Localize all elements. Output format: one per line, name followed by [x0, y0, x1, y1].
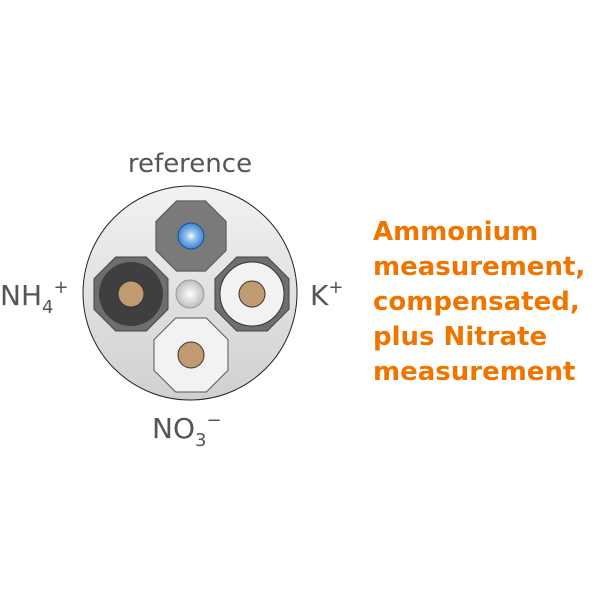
reference-electrode — [155, 200, 227, 272]
description-line: measurement — [373, 357, 575, 387]
label-reference: reference — [128, 149, 252, 179]
ammonium-electrode — [93, 256, 169, 332]
label-no3: NO3− — [152, 410, 222, 451]
label-nh4: NH4+ — [0, 277, 69, 318]
description-line: measurement, — [373, 252, 585, 282]
potassium-electrode — [214, 256, 290, 332]
label-k: K+ — [310, 277, 343, 312]
center-pin — [175, 279, 205, 309]
description-line: Ammonium — [373, 217, 538, 247]
description: Ammonium measurement, compensated, plus … — [373, 217, 585, 387]
nitrate-electrode — [153, 317, 229, 393]
description-line: compensated, — [373, 287, 580, 317]
description-line: plus Nitrate — [373, 322, 547, 352]
